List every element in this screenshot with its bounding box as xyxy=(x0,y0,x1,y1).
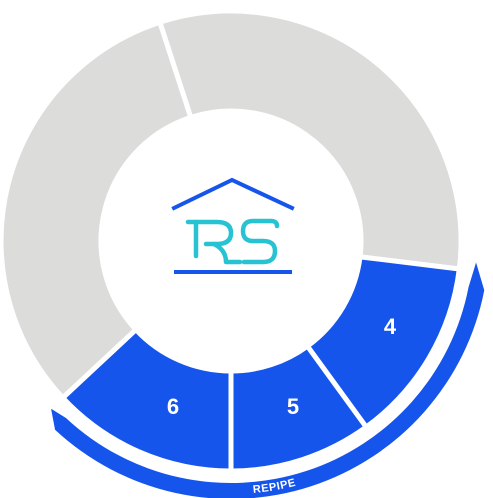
rs-letters-icon xyxy=(185,218,280,265)
repipe-band xyxy=(51,262,485,498)
segment-gray-left xyxy=(0,19,194,401)
house-rs-logo-icon xyxy=(171,177,295,274)
segment-gray-top xyxy=(157,8,464,272)
roof-icon xyxy=(171,177,295,211)
segment-6-label: 6 xyxy=(167,394,179,419)
segment-5-label: 5 xyxy=(287,394,299,419)
segment-4-label: 4 xyxy=(384,314,397,339)
segment-6[interactable] xyxy=(60,327,234,474)
